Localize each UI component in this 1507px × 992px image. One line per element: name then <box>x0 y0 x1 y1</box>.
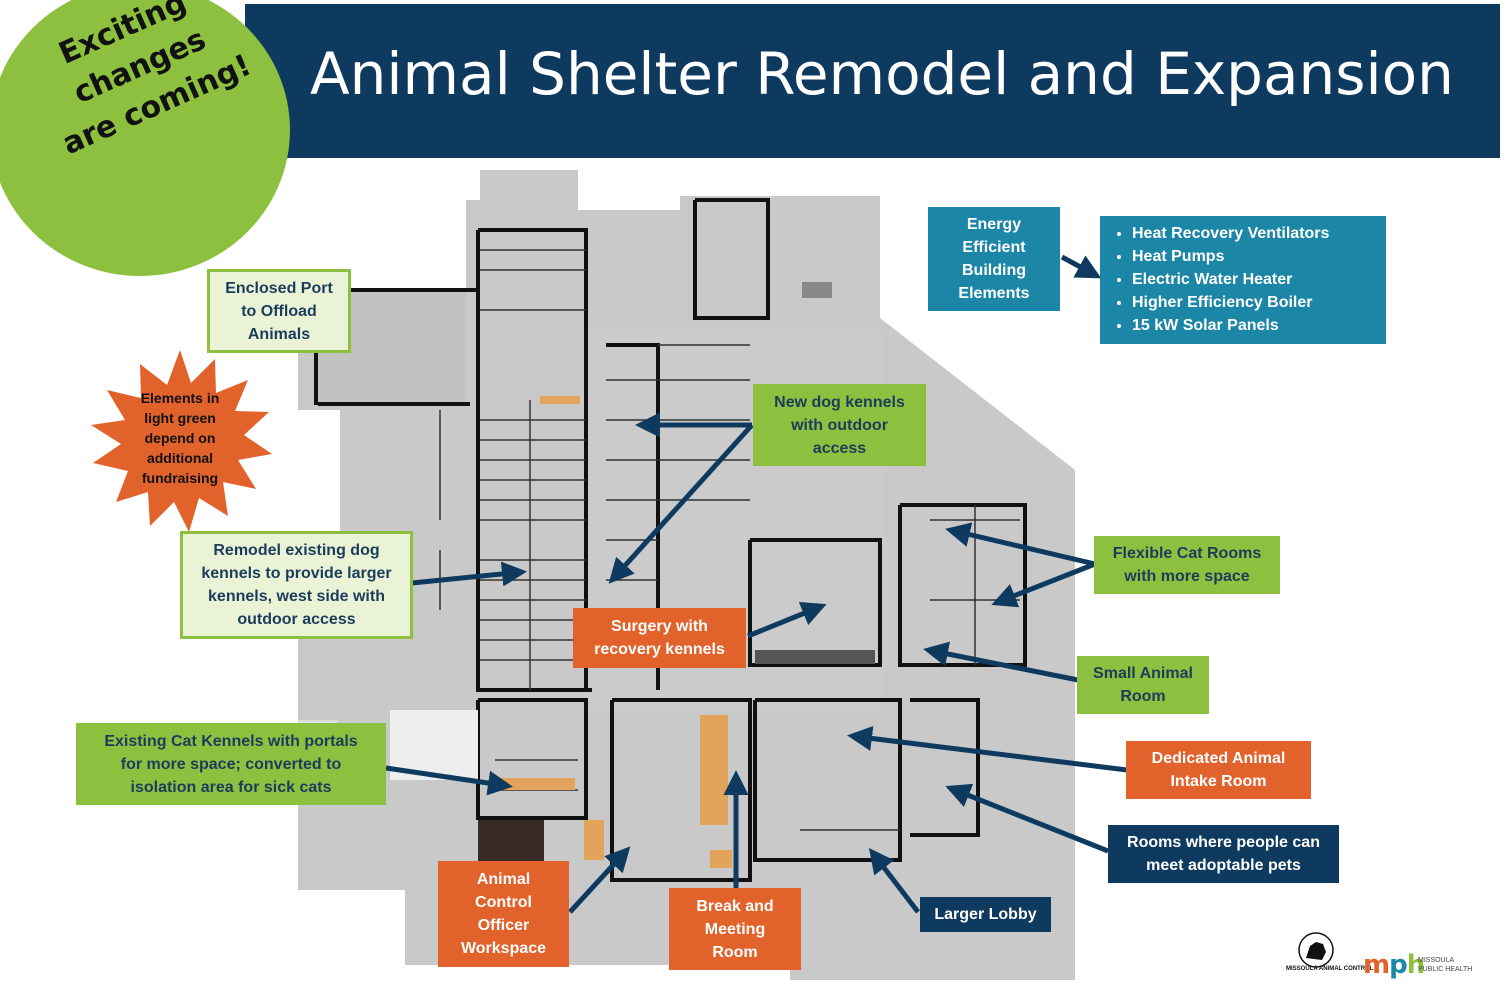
mph-h: h <box>1406 950 1425 980</box>
label-line: to Offload <box>241 302 317 320</box>
label-line: isolation area for sick cats <box>130 778 332 796</box>
label-line: recovery kennels <box>594 641 725 658</box>
label-line: Animals <box>247 325 311 343</box>
missoula-animal-control-text: MISSOULA ANIMAL CONTROL <box>1286 966 1374 972</box>
energy-item: Heat Recovery Ventilators <box>1132 222 1376 245</box>
label-line: Dedicated Animal <box>1151 750 1286 767</box>
label-line: meet adoptable pets <box>1146 857 1301 874</box>
label-line: outdoor access <box>237 611 356 628</box>
label-line: Existing Cat Kennels with portals <box>104 732 358 750</box>
starburst-line: depend on <box>144 430 216 446</box>
label-line: Efficient <box>962 239 1026 256</box>
energy-item: 15 kW Solar Panels <box>1132 314 1376 337</box>
label-line: Meeting <box>704 920 766 938</box>
label-line: Animal <box>476 871 531 888</box>
label-line: Building <box>962 262 1026 279</box>
label-line: kennels, west side with <box>208 588 385 605</box>
label-line: Remodel existing dog <box>213 542 380 559</box>
label-line: Intake Room <box>1170 773 1267 790</box>
label-existing-cat-kennels: Existing Cat Kennels with portals for mor… <box>76 723 386 805</box>
energy-item: Heat Pumps <box>1132 245 1376 268</box>
badge-text: Exciting changes are coming! <box>0 0 284 177</box>
label-line: with more space <box>1124 568 1250 585</box>
label-line: Rooms where people can <box>1127 834 1320 851</box>
label-line: with outdoor <box>791 416 888 434</box>
label-line: Room <box>1120 688 1166 705</box>
label-line: Energy <box>966 216 1022 233</box>
exciting-changes-badge: Exciting changes are coming! <box>0 0 290 276</box>
mph-subtitle: MISSOULA PUBLIC HEALTH <box>1418 956 1472 974</box>
starburst-text: Elements in light green depend on additi… <box>118 388 242 488</box>
label-line: access <box>812 439 867 457</box>
label-line: Flexible Cat Rooms <box>1112 545 1262 562</box>
label-remodel-kennels: Remodel existing dog kennels to provide l… <box>180 531 413 639</box>
missoula-animal-control-logo <box>1298 932 1334 968</box>
energy-item: Higher Efficiency Boiler <box>1132 291 1376 314</box>
mph-p: p <box>1389 950 1408 980</box>
mph-sub-line: MISSOULA <box>1418 957 1455 964</box>
label-line: New dog kennels <box>774 393 905 411</box>
header-bar <box>245 4 1500 158</box>
fundraising-starburst <box>91 350 272 532</box>
energy-elements-list: Heat Recovery Ventilators Heat Pumps Ele… <box>1100 216 1386 344</box>
label-line: Officer <box>477 917 530 934</box>
label-larger-lobby: Larger Lobby <box>920 897 1051 932</box>
label-meet-pets: Rooms where people can meet adoptable pet… <box>1108 825 1339 883</box>
starburst-line: additional <box>146 450 214 466</box>
starburst-line: Elements in <box>140 390 220 406</box>
starburst-line: light green <box>144 410 216 426</box>
label-line: Break and <box>696 897 774 915</box>
label-line: Larger Lobby <box>934 906 1037 923</box>
label-line: for more space; converted to <box>120 755 342 773</box>
starburst-line: fundraising <box>141 470 219 486</box>
label-line: Room <box>712 943 758 961</box>
label-line: Enclosed Port <box>225 279 333 297</box>
energy-item: Electric Water Heater <box>1132 268 1376 291</box>
mph-m: m <box>1363 950 1390 980</box>
label-new-dog-kennels: New dog kennels with outdoor access <box>753 384 926 466</box>
label-surgery: Surgery with recovery kennels <box>573 608 746 668</box>
page-title: Animal Shelter Remodel and Expansion <box>310 40 1454 108</box>
label-line: Surgery with <box>611 618 708 635</box>
mph-sub-line: PUBLIC HEALTH <box>1418 966 1473 973</box>
label-line: kennels to provide larger <box>201 565 392 582</box>
label-line: Control <box>475 894 532 911</box>
label-flexible-cat-rooms: Flexible Cat Rooms with more space <box>1094 536 1280 594</box>
label-line: Workspace <box>460 940 547 957</box>
mph-logo: mph <box>1363 950 1425 980</box>
label-line: Small Animal <box>1093 665 1193 682</box>
label-line: Elements <box>958 285 1030 302</box>
